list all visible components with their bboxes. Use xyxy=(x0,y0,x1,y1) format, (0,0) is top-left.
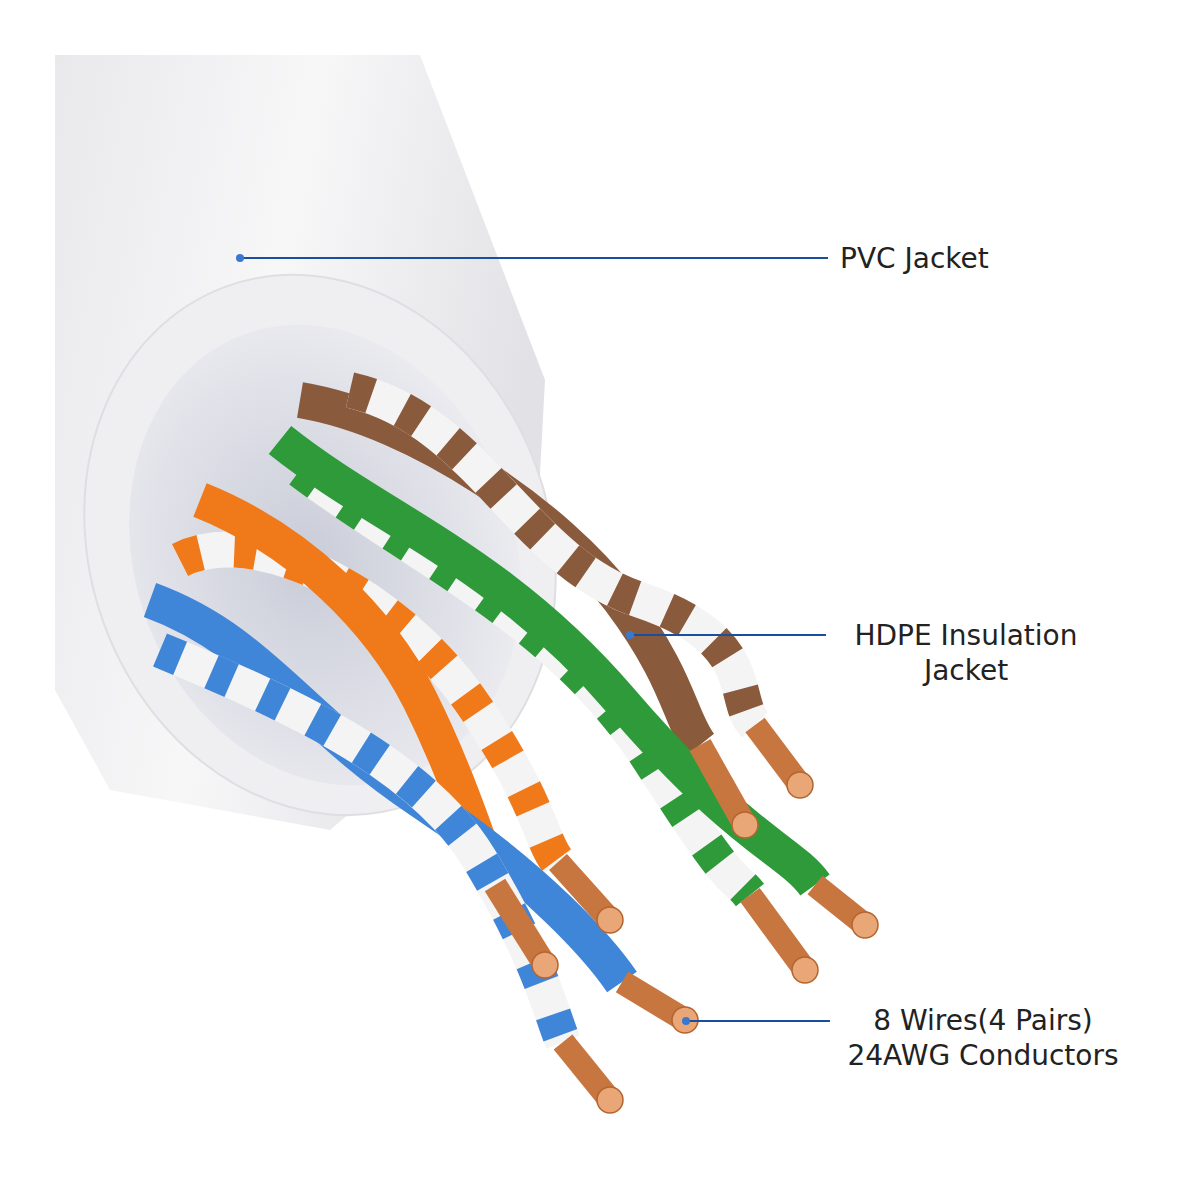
part-label: HDPE Insulation Jacket xyxy=(816,618,1116,688)
leader-lines xyxy=(236,254,830,1025)
copper-conductors xyxy=(495,725,878,1113)
part-label: 8 Wires(4 Pairs) 24AWG Conductors xyxy=(833,1003,1133,1073)
part-label: PVC Jacket xyxy=(840,241,989,276)
twisted-pairs xyxy=(150,390,815,1042)
